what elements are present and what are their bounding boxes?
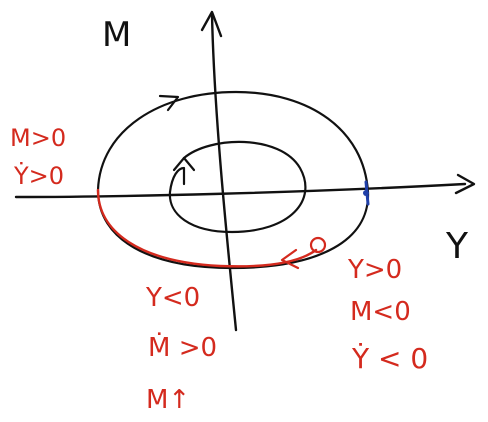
- highlighted-orbit-segment: [96, 188, 318, 268]
- right-annotation-line-1: Y>0: [347, 255, 402, 285]
- red-circle-marker: [309, 236, 327, 254]
- horizontal-axis-label: Y: [445, 226, 469, 267]
- right-annotation-line-3: Ẏ < 0: [351, 342, 428, 375]
- inner-orbit-direction-arrow: [172, 156, 196, 172]
- left-annotation-line-2: Ẏ>0: [13, 161, 64, 190]
- outer-orbit: [96, 90, 370, 270]
- left-annotation-line-1: M>0: [10, 124, 66, 152]
- bottom-annotation-line-1: Y<0: [145, 283, 200, 313]
- horizontal-axis-arrowhead: [454, 173, 476, 195]
- bottom-annotation-line-3: M↑: [146, 385, 190, 415]
- vertical-axis-label: M: [102, 15, 131, 55]
- outer-orbit-direction-arrow: [158, 94, 180, 112]
- highlighted-segment-direction-arrow: [280, 248, 300, 270]
- right-annotation-line-2: M<0: [350, 297, 411, 327]
- inner-orbit: [168, 140, 307, 234]
- vertical-axis: [210, 12, 238, 332]
- vertical-axis-arrowhead: [200, 10, 223, 38]
- bottom-annotation-line-2: Ṁ >0: [148, 331, 217, 363]
- blue-intersection-dot: [363, 190, 369, 196]
- horizontal-axis: [14, 182, 467, 199]
